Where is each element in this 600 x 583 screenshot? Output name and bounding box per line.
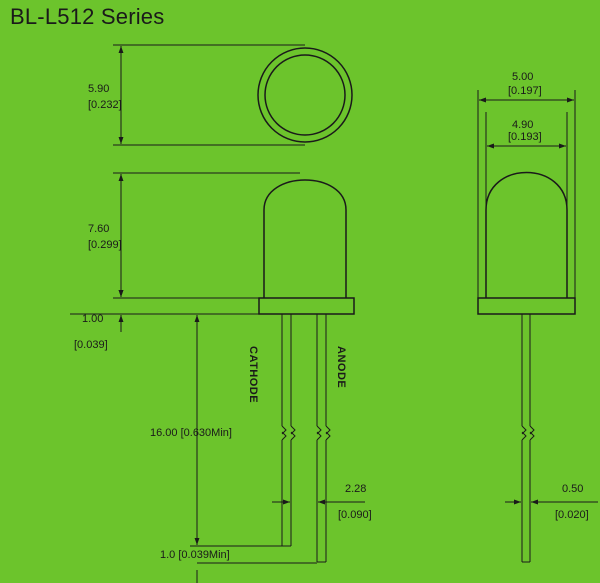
label-inner-dia-mm: 4.90	[512, 119, 533, 131]
label-lead-end: 1.0 [0.039Min]	[160, 549, 230, 561]
label-flange-mm: 1.00	[82, 313, 103, 325]
profile-dome	[485, 171, 568, 298]
label-top-height-in: [0.232]	[88, 99, 122, 111]
label-outer-dia-mm: 5.00	[512, 71, 533, 83]
profile-lead	[521, 314, 535, 563]
label-body-height-in: [0.299]	[88, 239, 122, 251]
profile-flange	[477, 297, 576, 315]
label-body-height-mm: 7.60	[88, 223, 109, 235]
cathode-label: CATHODE	[247, 346, 259, 403]
label-lead-width-mm: 0.50	[562, 483, 583, 495]
led-dome	[263, 179, 347, 298]
label-outer-dia-in: [0.197]	[508, 85, 542, 97]
label-inner-dia-in: [0.193]	[508, 131, 542, 143]
profile-view: 5.00 [0.197] 4.90 [0.193] 0.50 [0.020]	[477, 71, 598, 563]
top-view-inner-circle	[264, 54, 346, 136]
label-pitch-mm: 2.28	[345, 483, 366, 495]
label-lead-length: 16.00 [0.630Min]	[150, 427, 232, 439]
label-top-height-mm: 5.90	[88, 83, 109, 95]
top-view-outer-circle	[257, 47, 353, 143]
label-flange-in: [0.039]	[74, 339, 108, 351]
top-view: 5.90 [0.232]	[88, 44, 353, 146]
cathode-lead	[281, 314, 296, 547]
anode-lead	[316, 314, 331, 563]
led-flange	[258, 297, 355, 315]
anode-label: ANODE	[335, 346, 347, 388]
drawing-title: BL-L512 Series	[10, 4, 165, 29]
label-pitch-in: [0.090]	[338, 509, 372, 521]
label-lead-width-in: [0.020]	[555, 509, 589, 521]
side-view: CATHODE ANODE 7.60 [0.299] 1.00 [0.039] …	[70, 172, 372, 583]
